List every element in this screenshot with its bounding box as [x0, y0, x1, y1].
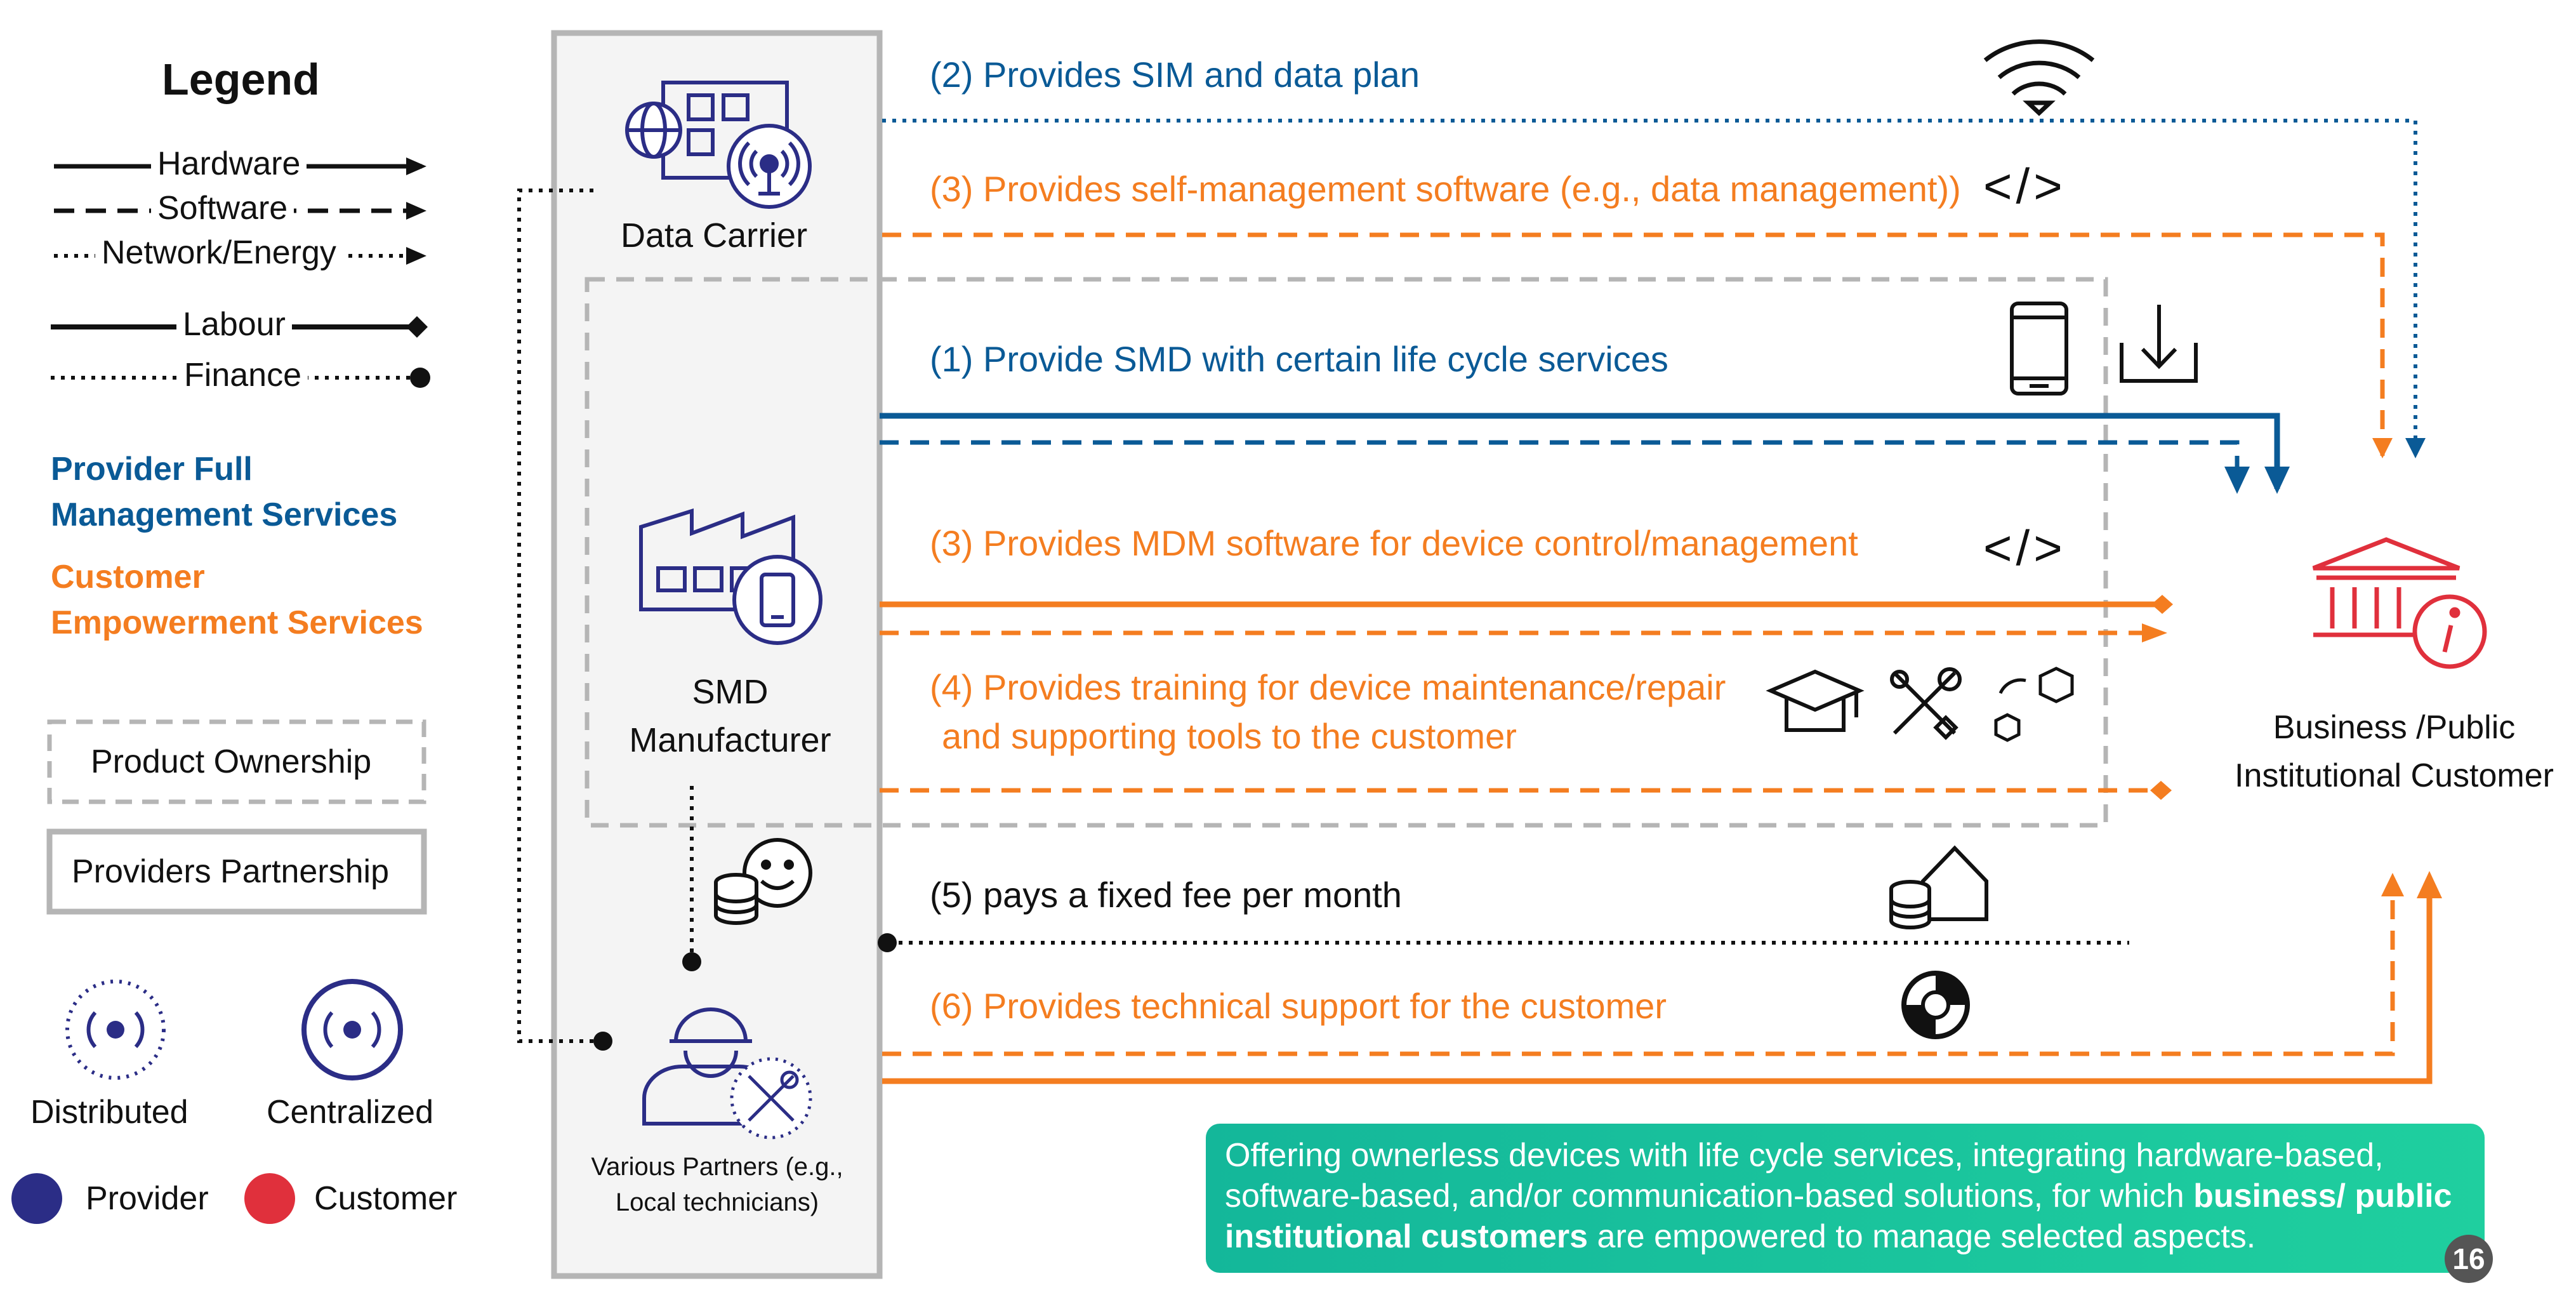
customer-label: Business /Public Institutional Customer [2235, 709, 2554, 794]
smartphone-icon [2010, 302, 2068, 395]
flow-5-label: (5) pays a fixed fee per month [930, 875, 1402, 915]
tools-badge-icon [730, 1057, 812, 1140]
various-partners-label: Various Partners (e.g., Local technician… [591, 1153, 843, 1216]
legend-partnership-box [46, 828, 427, 915]
flow-4b-label: and supporting tools to the customer [942, 716, 1517, 756]
lifebuoy-icon [1901, 971, 1970, 1039]
flow-3b-label: (3) Provides MDM software for device con… [930, 523, 1858, 563]
coins-house-icon [1889, 845, 1988, 929]
legend-finance-label: Finance [178, 356, 308, 394]
coins-smile-icon [714, 838, 812, 925]
callout-text-before: Offering ownerless devices with life cyc… [1225, 1137, 2384, 1214]
box-icon [1994, 667, 2074, 742]
graduation-cap-icon [1766, 669, 1865, 732]
summary-callout: Offering ownerless devices with life cyc… [1206, 1124, 2485, 1273]
building-globe-icon [625, 81, 789, 180]
legend-hardware-label: Hardware [151, 145, 307, 183]
centralized-icon [301, 979, 403, 1080]
legend-network-label: Network/Energy [95, 234, 343, 272]
data-carrier-label: Data Carrier [621, 216, 808, 255]
legend-product-ownership-box [47, 719, 426, 804]
legend-provider-full-label: Provider Full Management Services [51, 451, 398, 533]
tools-icon [1890, 667, 1962, 740]
legend-distributed-label: Distributed [30, 1094, 188, 1131]
flow-3a-label: (3) Provides self-management software (e… [930, 169, 1961, 209]
legend-software-label: Software [151, 189, 294, 227]
flow-2-label: (2) Provides SIM and data plan [930, 55, 1420, 95]
wifi-icon [1983, 39, 2095, 116]
customer-dot [244, 1173, 295, 1224]
providers-partnership-box [551, 30, 883, 1279]
broadcast-icon [727, 124, 812, 209]
download-icon [2120, 305, 2198, 383]
distributed-icon [65, 980, 166, 1080]
flow-4a-label: (4) Provides training for device mainten… [930, 667, 1726, 707]
callout-text-after: are empowered to manage selected aspects… [1588, 1218, 2256, 1255]
page-number: 16 [2445, 1235, 2493, 1283]
legend-provider-label: Provider [86, 1180, 209, 1217]
legend-centralized-label: Centralized [267, 1094, 434, 1131]
smartphone-badge-icon [732, 555, 822, 645]
product-ownership-box [585, 277, 2108, 828]
flow-1-label: (1) Provide SMD with certain life cycle … [930, 339, 1668, 379]
legend-partnership-label: Providers Partnership [72, 853, 389, 890]
legend-customer-label: Customer [314, 1180, 458, 1217]
code-icon: </> [1983, 520, 2066, 576]
code-icon: </> [1983, 158, 2066, 214]
legend-customer-empowerment-label: Customer Empowerment Services [51, 559, 423, 641]
smd-manufacturer-label: SMD Manufacturer [629, 673, 831, 759]
provider-dot [11, 1173, 62, 1224]
legend-labour-label: Labour [176, 305, 292, 343]
bank-info-icon [2312, 537, 2487, 669]
legend-product-ownership-label: Product Ownership [91, 743, 372, 780]
callout-text-bold: business/ public institutional customers [1225, 1178, 2452, 1255]
legend-title: Legend [162, 55, 320, 104]
flow-6-label: (6) Provides technical support for the c… [930, 986, 1667, 1026]
